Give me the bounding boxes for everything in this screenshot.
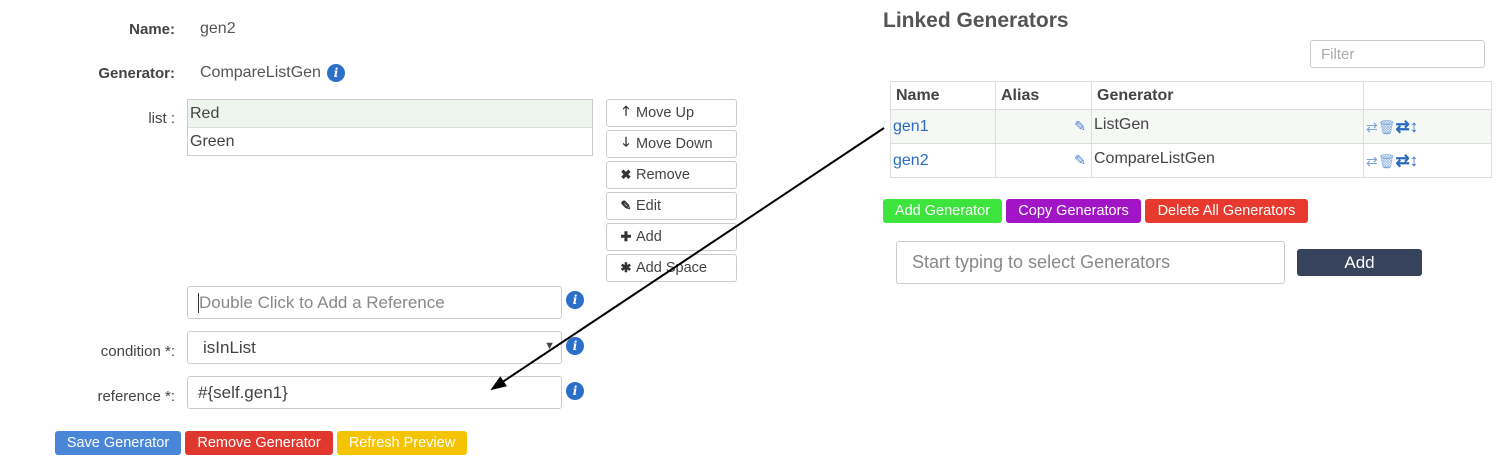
condition-value: isInList [203, 337, 256, 357]
delete-all-generators-button[interactable]: Delete All Generators [1145, 199, 1308, 223]
generator-type: ListGen [1091, 109, 1364, 144]
times-icon: ✖ [620, 167, 632, 182]
pencil-icon[interactable]: ✎ [1074, 152, 1086, 168]
retweet-icon[interactable]: ⇄ [1366, 118, 1378, 135]
list-item[interactable]: Red [188, 100, 592, 128]
filter-placeholder: Filter [1321, 45, 1355, 63]
text-caret [198, 292, 199, 313]
add-button[interactable]: ✚ Add [606, 223, 737, 251]
reference-field[interactable]: #{self.gen1} [187, 376, 562, 409]
edit-label: Edit [636, 198, 661, 214]
reference-value: #{self.gen1} [198, 382, 288, 402]
copy-generators-button[interactable]: Copy Generators [1006, 199, 1141, 223]
table-header: Name Alias Generator [890, 81, 1492, 110]
generator-value: CompareListGen [200, 64, 321, 81]
edit-button[interactable]: ✎ Edit [606, 192, 737, 220]
move-down-label: Move Down [636, 136, 713, 152]
pencil-icon: ✎ [620, 198, 632, 213]
reference-placeholder: Double Click to Add a Reference [199, 292, 445, 312]
asterisk-icon: ✱ [620, 260, 632, 275]
generator-type: CompareListGen [1091, 143, 1364, 178]
info-icon[interactable]: i [566, 337, 584, 355]
reference-input[interactable]: Double Click to Add a Reference [187, 286, 562, 319]
info-icon[interactable]: i [566, 291, 584, 309]
name-value: gen2 [200, 20, 236, 37]
retweet-icon[interactable]: ⇄ [1366, 152, 1378, 169]
remove-generator-button[interactable]: Remove Generator [185, 431, 333, 455]
generator-select-input[interactable]: Start typing to select Generators [896, 241, 1285, 284]
add-generator-button[interactable]: Add Generator [883, 199, 1002, 223]
list-label: list : [148, 110, 175, 127]
refresh-preview-button[interactable]: Refresh Preview [337, 431, 467, 455]
exchange-icon[interactable]: ⇄ [1395, 116, 1410, 136]
linked-generators-table: Name Alias Generator gen1 ✎ ListGen ⇄🗑⇄↕… [890, 81, 1492, 178]
trash-icon[interactable]: 🗑 [1377, 118, 1396, 135]
list-box[interactable]: Red Green [187, 99, 593, 156]
list-item[interactable]: Green [190, 133, 235, 150]
add-selected-generator-button[interactable]: Add [1297, 249, 1422, 276]
arrow-up-icon: 🡑 [622, 103, 630, 118]
linked-generators-title: Linked Generators [883, 9, 1069, 32]
condition-label: condition *: [100, 343, 175, 360]
generator-select-placeholder: Start typing to select Generators [912, 252, 1171, 272]
table-row: gen1 ✎ ListGen ⇄🗑⇄↕ [890, 109, 1492, 144]
column-header [1363, 81, 1492, 110]
remove-label: Remove [636, 167, 690, 183]
pencil-icon[interactable]: ✎ [1074, 118, 1086, 134]
generator-name-link[interactable]: gen1 [893, 117, 929, 135]
generator-name-link[interactable]: gen2 [893, 151, 929, 169]
add-space-label: Add Space [636, 260, 707, 276]
generator-label: Generator: [98, 65, 175, 82]
move-up-button[interactable]: 🡑 Move Up [606, 99, 737, 127]
move-up-label: Move Up [636, 105, 695, 121]
save-generator-button[interactable]: Save Generator [55, 431, 181, 455]
remove-button[interactable]: ✖ Remove [606, 161, 737, 189]
condition-select[interactable]: isInList ▼ [187, 331, 562, 364]
arrow-down-icon: 🡓 [622, 134, 630, 149]
arrows-v-icon[interactable]: ↕ [1409, 116, 1419, 136]
name-label: Name: [129, 21, 175, 38]
arrows-v-icon[interactable]: ↕ [1409, 150, 1419, 170]
add-label: Add [636, 229, 662, 245]
chevron-down-icon: ▼ [544, 340, 555, 352]
reference-label: reference *: [97, 388, 175, 405]
plus-icon: ✚ [620, 229, 632, 244]
exchange-icon[interactable]: ⇄ [1395, 150, 1410, 170]
info-icon[interactable]: i [566, 382, 584, 400]
info-icon[interactable]: i [327, 64, 345, 82]
column-header: Generator [1091, 81, 1364, 110]
add-space-button[interactable]: ✱ Add Space [606, 254, 737, 282]
move-down-button[interactable]: 🡓 Move Down [606, 130, 737, 158]
filter-input[interactable]: Filter [1310, 40, 1485, 68]
trash-icon[interactable]: 🗑 [1377, 152, 1396, 169]
table-row: gen2 ✎ CompareListGen ⇄🗑⇄↕ [890, 143, 1492, 178]
